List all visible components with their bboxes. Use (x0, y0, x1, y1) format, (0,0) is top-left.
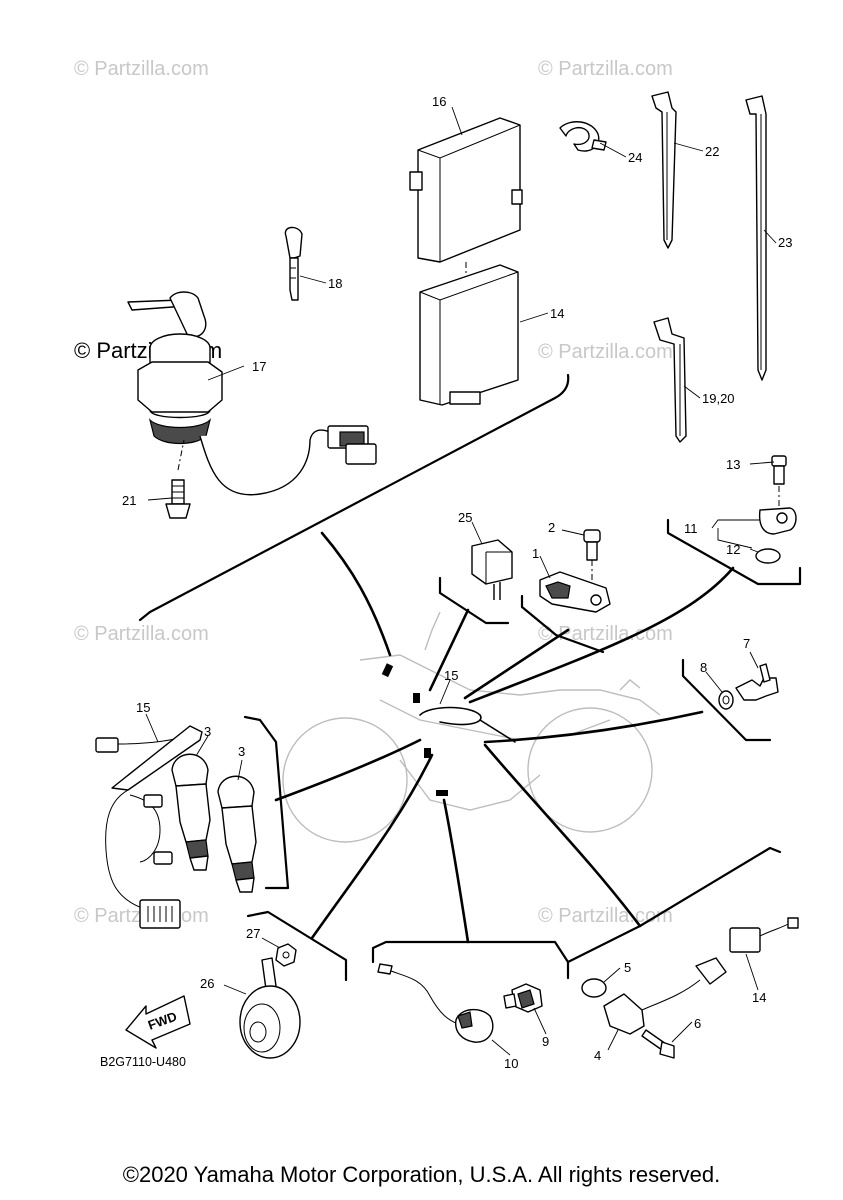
part-6-bolt[interactable] (641, 1029, 675, 1059)
callout-15: 15 (136, 700, 150, 715)
motorcycle-outline (282, 611, 661, 843)
callout-12: 12 (726, 542, 740, 557)
watermark-text: © Partzilla.com (538, 58, 673, 80)
callout-5: 5 (624, 960, 631, 975)
part-14-ecu[interactable] (419, 264, 519, 406)
diagram-code: B2G7110-U480 (100, 1055, 186, 1069)
part-12-o-ring[interactable] (755, 548, 781, 564)
part-25-relay[interactable] (471, 539, 513, 600)
part-2-bolt[interactable] (583, 529, 601, 588)
part-26-horn[interactable] (239, 957, 301, 1059)
callout-numbers: 16 14 24 22 23 19,20 18 17 21 13 11 12 2… (122, 94, 792, 1071)
part-15-harness[interactable] (95, 725, 203, 929)
part-3-ignition-coil[interactable] (217, 775, 257, 893)
part-5-o-ring[interactable] (581, 978, 607, 998)
part-1-sensor[interactable] (539, 571, 611, 613)
part-13-bolt[interactable] (771, 455, 787, 508)
part-19-20-band[interactable] (653, 317, 687, 443)
fwd-arrow-icon: FWD (125, 995, 191, 1049)
part-9-switch[interactable] (503, 983, 543, 1013)
callout-8: 8 (700, 660, 707, 675)
callout-27: 27 (246, 926, 260, 941)
watermark-text: © Partzilla.com (538, 341, 673, 363)
copyright-footer: ©2020 Yamaha Motor Corporation, U.S.A. A… (122, 1162, 721, 1187)
callout-11: 11 (684, 521, 698, 536)
callout-25: 25 (458, 510, 472, 525)
callout-4: 4 (594, 1048, 601, 1063)
part-10-sensor[interactable] (377, 963, 494, 1043)
watermark-text: © Partzilla.com (538, 905, 673, 927)
watermarks: © Partzilla.com © Partzilla.com © Partzi… (74, 58, 673, 927)
callout-3: 3 (204, 724, 211, 739)
part-17-main-switch[interactable] (127, 291, 377, 496)
part-4-sensor[interactable] (603, 957, 727, 1035)
callout-6: 6 (694, 1016, 701, 1031)
part-14-connector[interactable] (729, 917, 799, 953)
part-23-cable-tie-long[interactable] (745, 95, 767, 381)
part-3-ignition-coil[interactable] (171, 753, 211, 871)
callout-1: 1 (532, 546, 539, 561)
callout-22: 22 (705, 144, 719, 159)
callout-14: 14 (550, 306, 564, 321)
part-21-screw[interactable] (165, 439, 191, 519)
callout-3: 3 (238, 744, 245, 759)
watermark-text: © Partzilla.com (74, 623, 209, 645)
watermark-text: © Partzilla.com (74, 58, 209, 80)
callout-9: 9 (542, 1034, 549, 1049)
callout-18: 18 (328, 276, 342, 291)
location-markers (381, 663, 516, 796)
callout-7: 7 (743, 636, 750, 651)
part-11-sensor[interactable] (758, 507, 797, 535)
callout-26: 26 (200, 976, 214, 991)
callout-15: 15 (444, 668, 458, 683)
part-16-ecu-cover[interactable] (409, 117, 523, 290)
callout-23: 23 (778, 235, 792, 250)
callout-17: 17 (252, 359, 266, 374)
leader-lines (145, 106, 777, 1056)
group-brackets (138, 373, 802, 982)
part-24-clamp[interactable] (559, 121, 607, 152)
callout-2: 2 (548, 520, 555, 535)
watermark-text: © Partzilla.com (538, 623, 673, 645)
part-27-nut[interactable] (275, 943, 297, 967)
part-7-sensor[interactable] (735, 663, 779, 701)
part-22-cable-tie[interactable] (651, 91, 677, 249)
callout-21: 21 (122, 493, 136, 508)
callout-10: 10 (504, 1056, 518, 1071)
part-18-key[interactable] (284, 226, 303, 301)
part-8-washer[interactable] (718, 690, 734, 710)
callout-19-20: 19,20 (702, 391, 735, 406)
callout-13: 13 (726, 457, 740, 472)
callout-16: 16 (432, 94, 446, 109)
callout-14: 14 (752, 990, 766, 1005)
callout-24: 24 (628, 150, 642, 165)
